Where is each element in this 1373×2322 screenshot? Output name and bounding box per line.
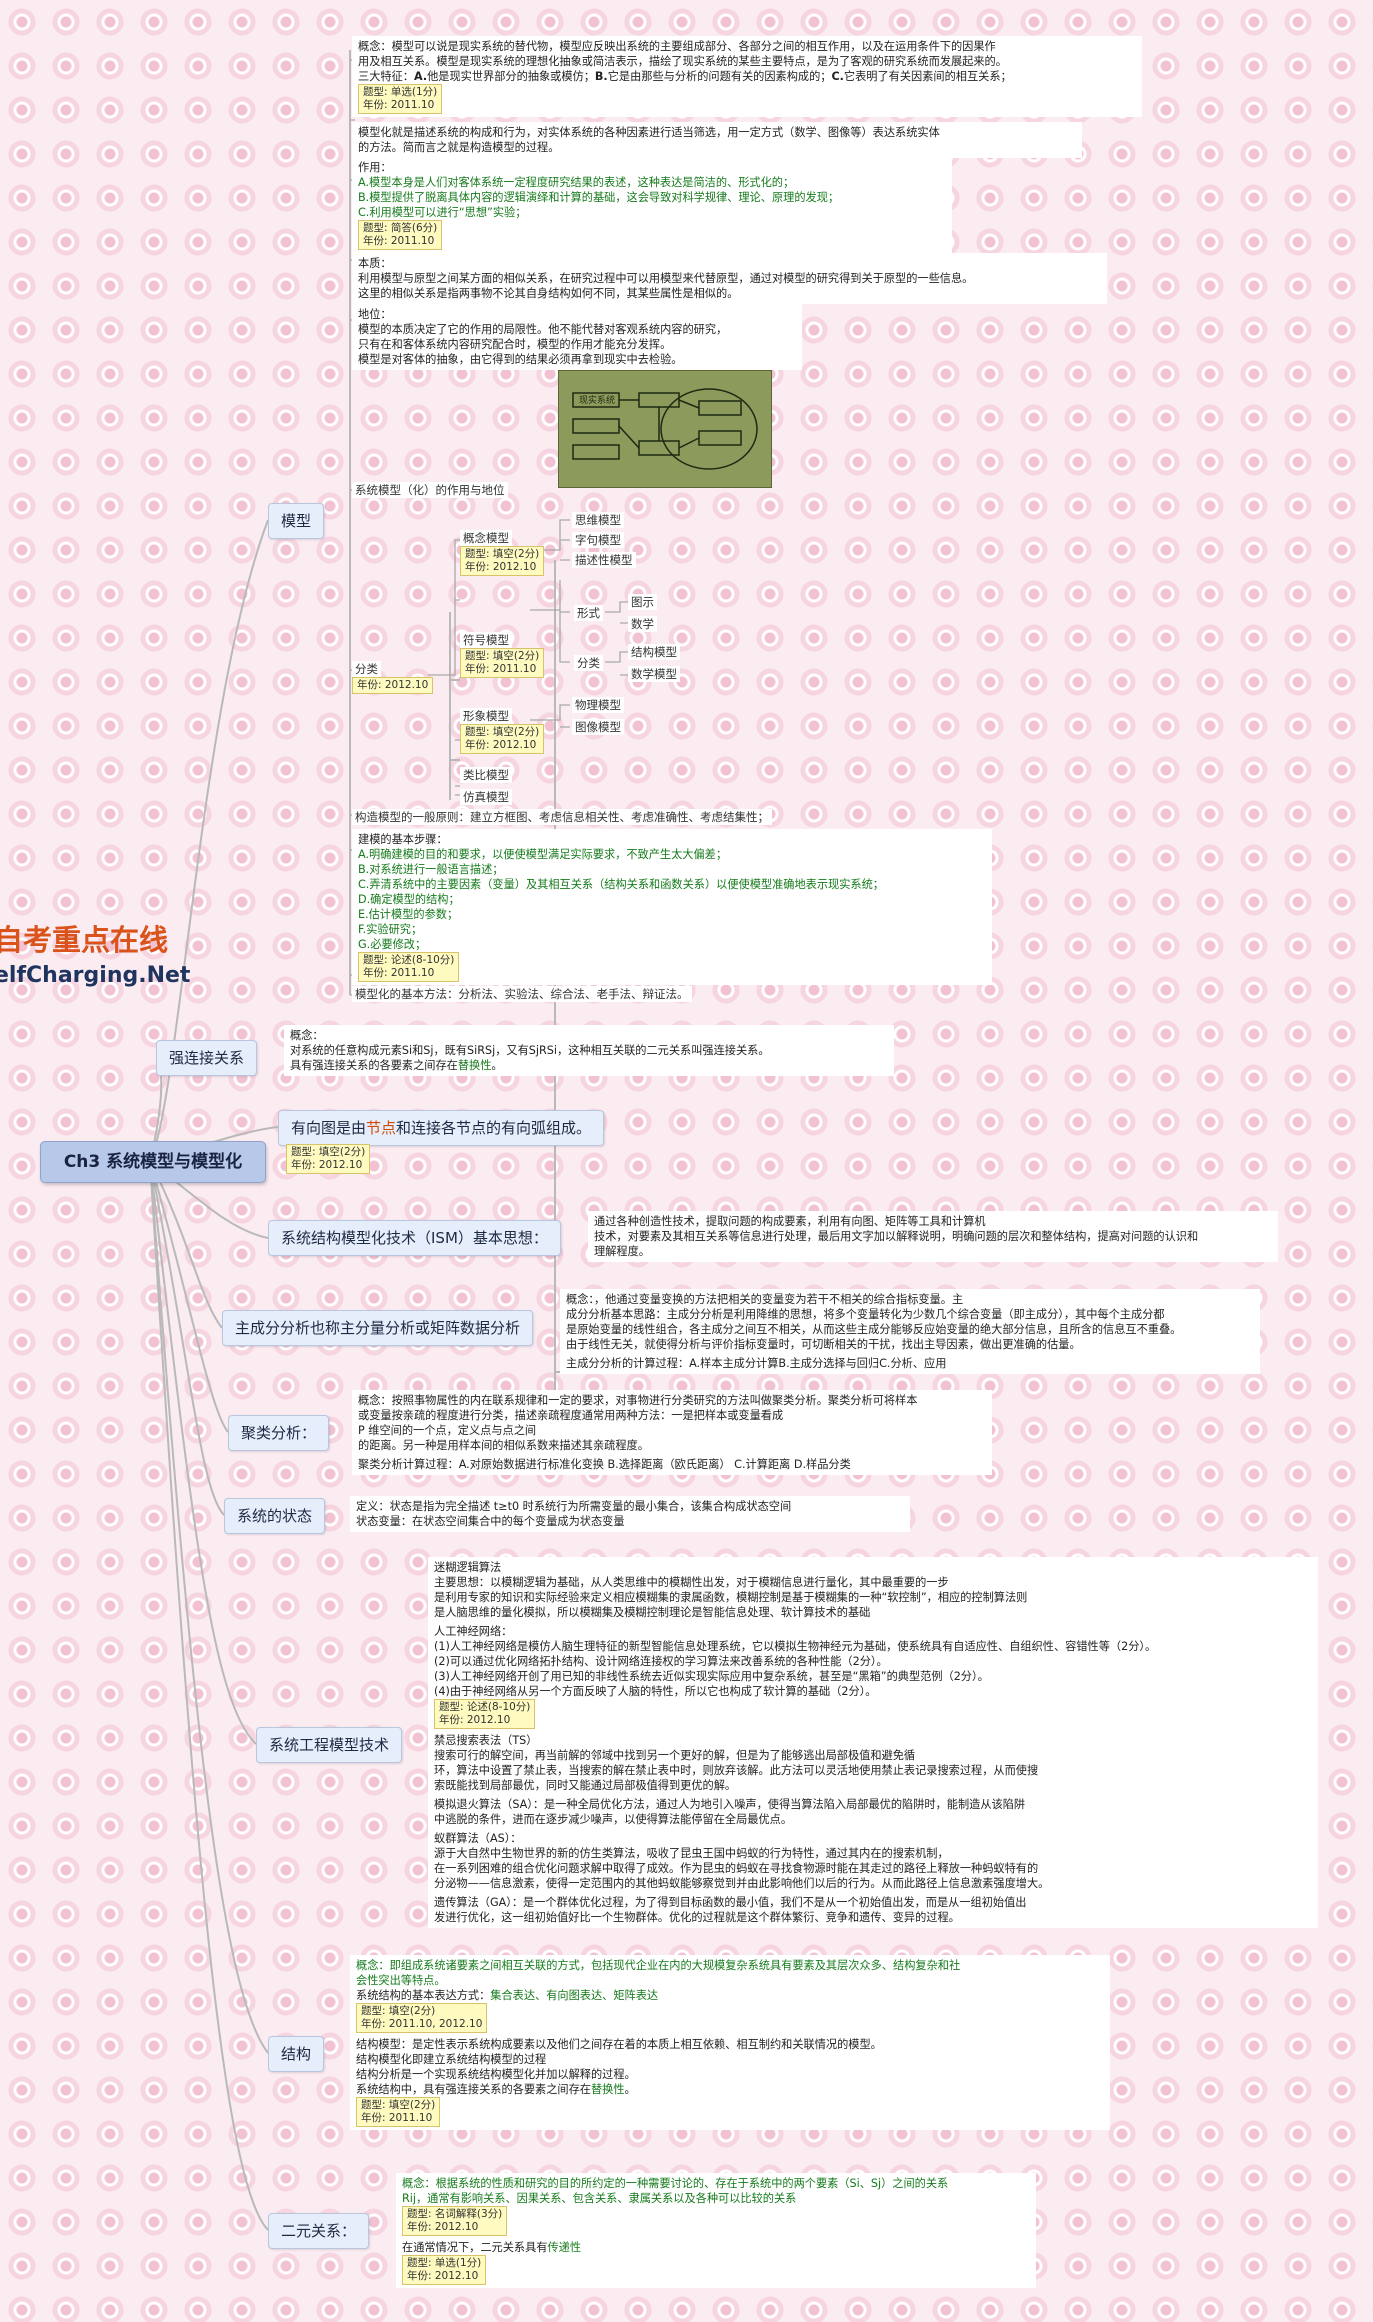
exam-note: 题型: 填空(2分)年份: 2011.10 <box>356 2097 441 2127</box>
model-uses-panel: 作用： A.模型本身是人们对客体系统一定程度研究结果的表述，这种表达是简洁的、形… <box>352 157 952 253</box>
analog-model[interactable]: 类比模型 <box>460 767 512 783</box>
exam-note: 题型: 填空(2分)年份: 2012.10 <box>460 724 545 754</box>
concept-model[interactable]: 概念模型 <box>460 530 512 546</box>
form-node[interactable]: 形式 <box>574 605 603 621</box>
image-model[interactable]: 形象模型 <box>460 708 512 724</box>
ism-text: 通过各种创造性技术，提取问题的构成要素，利用有向图、矩阵等工具和计算机技术，对要… <box>588 1211 1278 1262</box>
digraph-post: 和连接各节点的有向弧组成。 <box>396 1119 592 1137</box>
branch-cluster[interactable]: 聚类分析： <box>228 1415 330 1451</box>
step-item: C.弄清系统中的主要因素（变量）及其相互关系（结构关系和函数关系）以便使模型准确… <box>358 878 884 891</box>
step-item: E.估计模型的参数； <box>358 908 459 921</box>
use-item: B.模型提供了脱离具体内容的逻辑演绎和计算的基础，这会导致对科学规律、理论、原理… <box>358 191 840 204</box>
binary-text: 概念：根据系统的性质和研究的目的所约定的一种需要讨论的、存在于系统中的两个要素（… <box>396 2173 1036 2288</box>
use-item: A.模型本身是人们对客体系统一定程度研究结果的表述，这种表达是简洁的、形式化的； <box>358 176 795 189</box>
modeling-steps: 建模的基本步骤： A.明确建模的目的和要求，以便使模型满足实际要求，不致产生太大… <box>352 829 992 985</box>
leaf-node[interactable]: 结构模型 <box>628 644 680 660</box>
exam-note: 题型: 填空(2分)年份: 2012.10 <box>460 546 545 576</box>
model-principle: 构造模型的一般原则：建立方框图、考虑信息相关性、考虑准确性、考虑结集性； <box>352 809 772 825</box>
model-position: 地位：模型的本质决定了它的作用的局限性。他不能代替对客观系统内容的研究，只有在和… <box>352 304 802 370</box>
branch-model[interactable]: 模型 <box>268 503 325 539</box>
step-item: D.确定模型的结构； <box>358 893 460 906</box>
strong-connection-text: 概念：对系统的任意构成元素Si和Sj，既有SiRSj，又有SjRSi，这种相互关… <box>284 1025 894 1076</box>
logo-cn: 自考重点在线 <box>0 923 169 957</box>
branch-digraph[interactable]: 有向图是由节点和连接各节点的有向弧组成。 <box>278 1110 605 1146</box>
model-methods: 模型化的基本方法：分析法、实验法、综合法、老手法、辩证法。 <box>352 986 692 1002</box>
root-node[interactable]: Ch3 系统模型与模型化 <box>40 1141 266 1183</box>
branch-ism[interactable]: 系统结构模型化技术（ISM）基本思想： <box>268 1220 561 1256</box>
image-node-label[interactable]: 系统模型（化）的作用与地位 <box>352 482 508 498</box>
cluster-text: 概念：按照事物属性的内在联系规律和一定的要求，对事物进行分类研究的方法叫做聚类分… <box>352 1390 992 1475</box>
exam-note: 题型: 填空(2分)年份: 2011.10 <box>460 648 545 678</box>
model-concept-line: 用及相互关系。模型是现实系统的理想化抽象或简洁表示，描绘了现实系统的某些主要特点… <box>358 55 1007 68</box>
exam-note: 题型: 论述(8-10分)年份: 2011.10 <box>358 952 460 982</box>
leaf-node[interactable]: 思维模型 <box>572 512 624 528</box>
exam-note: 题型: 简答(6分)年份: 2011.10 <box>358 220 443 250</box>
state-text: 定义：状态是指为完全描述 t≥t0 时系统行为所需变量的最小集合，该集合构成状态… <box>350 1496 910 1532</box>
model-role-photo: 现实系统 <box>558 370 772 488</box>
engineering-text: 迷糊逻辑算法主要思想：以模糊逻辑为基础，从人类思维中的模糊性出发，对于模糊信息进… <box>428 1557 1318 1928</box>
logo-en: elfCharging.Net <box>0 963 191 988</box>
three-features: 三大特征：A.他是现实世界部分的抽象或模仿；B.它是由那些与分析的问题有关的因素… <box>358 70 1012 83</box>
leaf-node[interactable]: 描述性模型 <box>572 552 636 568</box>
leaf-node[interactable]: 数学 <box>628 616 657 632</box>
exam-note: 题型: 填空(2分)年份: 2012.10 <box>286 1144 371 1174</box>
branch-engineering-model[interactable]: 系统工程模型技术 <box>256 1727 403 1763</box>
leaf-node[interactable]: 物理模型 <box>572 697 624 713</box>
step-item: A.明确建模的目的和要求，以便使模型满足实际要求，不致产生太大偏差； <box>358 848 728 861</box>
classification-label[interactable]: 分类 <box>352 661 381 677</box>
leaf-node[interactable]: 图示 <box>628 594 657 610</box>
step-item: F.实验研究； <box>358 923 423 936</box>
digraph-node-word: 节点 <box>366 1119 397 1137</box>
simulation-model[interactable]: 仿真模型 <box>460 789 512 805</box>
pca-text: 概念：，他通过变量变换的方法把相关的变量变为若干不相关的综合指标变量。主成分分析… <box>560 1289 1260 1374</box>
leaf-node[interactable]: 字句模型 <box>572 532 624 548</box>
kind-node[interactable]: 分类 <box>574 655 603 671</box>
branch-system-state[interactable]: 系统的状态 <box>224 1498 326 1534</box>
exam-note: 题型: 填空(2分)年份: 2011.10, 2012.10 <box>356 2003 488 2033</box>
exam-note: 题型: 名词解释(3分)年份: 2012.10 <box>402 2206 508 2236</box>
photo-caption: 现实系统 <box>579 394 615 406</box>
exam-note: 年份: 2012.10 <box>352 677 434 694</box>
branch-strong-connection[interactable]: 强连接关系 <box>156 1040 258 1076</box>
symbol-model[interactable]: 符号模型 <box>460 632 512 648</box>
step-item: B.对系统进行一般语言描述； <box>358 863 504 876</box>
model-essence: 本质：利用模型与原型之间某方面的相似关系，在研究过程中可以用模型来代替原型，通过… <box>352 253 1107 304</box>
use-item: C.利用模型可以进行“思想”实验； <box>358 206 527 219</box>
digraph-pre: 有向图是由 <box>291 1119 367 1137</box>
exam-note: 题型: 单选(1分)年份: 2012.10 <box>402 2255 487 2285</box>
exam-note: 题型: 单选(1分)年份: 2011.10 <box>358 84 443 114</box>
exam-note: 题型: 论述(8-10分)年份: 2012.10 <box>434 1699 536 1729</box>
branch-pca[interactable]: 主成分分析也称主分量分析或矩阵数据分析 <box>222 1310 534 1346</box>
branch-structure[interactable]: 结构 <box>268 2036 325 2072</box>
model-concept-panel: 概念：模型可以说是现实系统的替代物，模型应反映出系统的主要组成部分、各部分之间的… <box>352 36 1142 117</box>
modeling-definition: 模型化就是描述系统的构成和行为，对实体系统的各种因素进行适当筛选，用一定方式（数… <box>352 122 1082 158</box>
leaf-node[interactable]: 数学模型 <box>628 666 680 682</box>
site-logo: 自考重点在线 elfCharging.Net <box>0 917 200 1017</box>
branch-binary-relation[interactable]: 二元关系： <box>268 2213 370 2249</box>
structure-text: 概念：即组成系统诸要素之间相互关联的方式，包括现代企业在内的大规模复杂系统具有要… <box>350 1955 1110 2130</box>
leaf-node[interactable]: 图像模型 <box>572 719 624 735</box>
step-item: G.必要修改； <box>358 938 427 951</box>
model-concept-line: 概念：模型可以说是现实系统的替代物，模型应反映出系统的主要组成部分、各部分之间的… <box>358 40 996 53</box>
